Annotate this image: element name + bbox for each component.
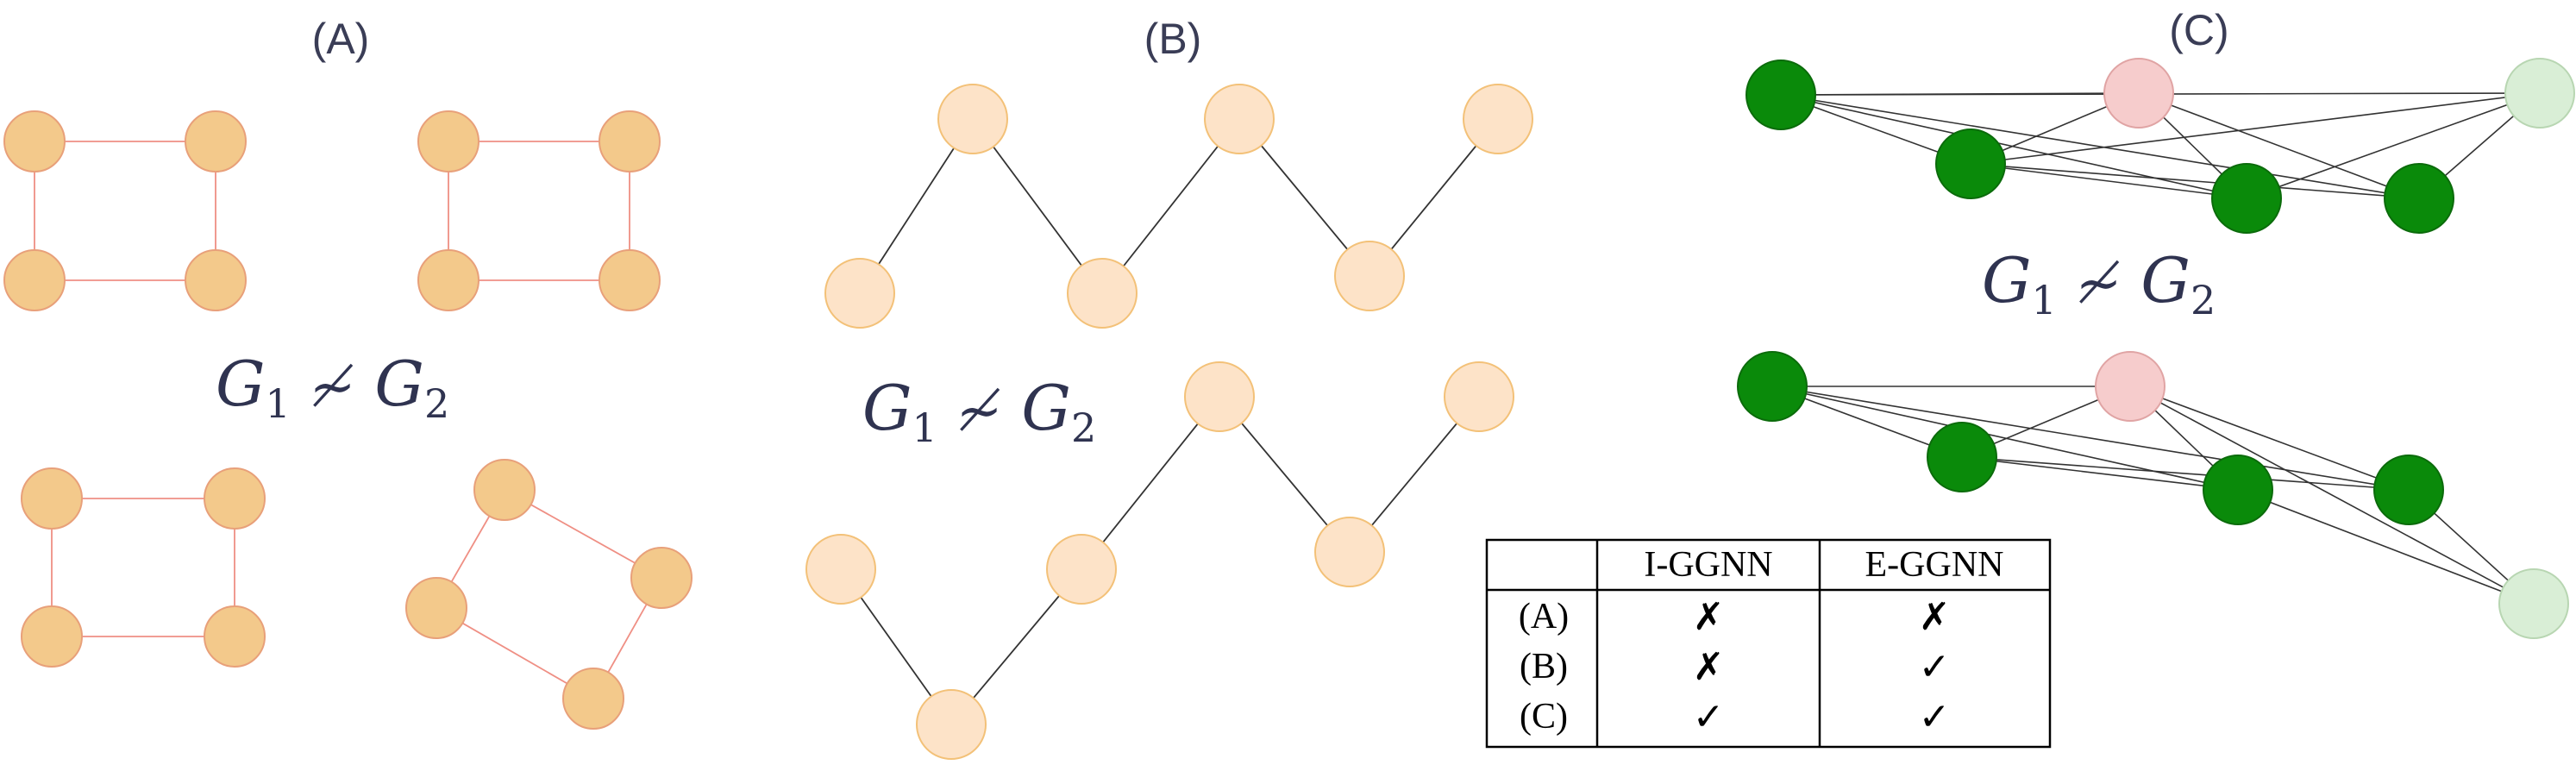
table-row-a-label: (A) (1519, 597, 1569, 636)
panel-b-graph-2-edge (1081, 396, 1220, 570)
panel-c-graph-2-edge (1961, 456, 2410, 491)
panel-c-graph-2-node (2203, 455, 2273, 525)
panel-a-label: (A) (312, 15, 370, 63)
panel-c-graph-2-node (1737, 351, 1808, 422)
panel-a-graph-4 (405, 459, 693, 730)
panel-a: (A) G1≁G2 (3, 15, 693, 730)
panel-a-graph-2 (417, 110, 661, 311)
panel-a-graph-3-node (204, 467, 266, 530)
panel-a-graph-4-node (473, 459, 536, 521)
panel-c-graph-1-edge (1780, 94, 2420, 199)
panel-c-graph-2-edge (2237, 489, 2535, 605)
panel-a-graph-2-node (599, 110, 661, 172)
panel-c-graph-1-node (2504, 58, 2575, 129)
panel-b-graph-1 (824, 84, 1533, 329)
panel-c-graph-1-node (1746, 60, 1816, 130)
panel-c-graph-1-node (2211, 163, 2282, 234)
table-header-e-ggnn: E-GGNN (1865, 545, 2004, 585)
panel-a-graph-4-node (405, 577, 467, 639)
panel-b-graph-1-edge (972, 118, 1103, 294)
panel-c-graph-1-node (2103, 58, 2174, 129)
panel-a-graph-2-node (599, 249, 661, 311)
panel-a-graph-3-node (21, 467, 83, 530)
panel-c-graph-1-node (2384, 163, 2454, 234)
panel-c-graph-2-edge (2129, 386, 2410, 491)
panel-c-graph-2-node (2498, 568, 2569, 639)
panel-b-graph-2-node (916, 689, 987, 760)
panel-b-graph-2-node (805, 534, 876, 605)
panel-b-graph-1-node (937, 84, 1008, 154)
panel-b-graph-2-node (1444, 361, 1514, 432)
panel-c-graph-2-edge (2129, 386, 2535, 605)
panel-a-graph-1-node (3, 249, 66, 311)
table-row-c-label: (C) (1520, 697, 1568, 737)
panel-c-equation: G1≁G2 (1982, 244, 2216, 323)
panel-b-graph-2-node (1314, 517, 1385, 587)
table-row-c-i-ggnn: ✓ (1693, 695, 1725, 739)
panel-b-graph-2-node (1184, 361, 1255, 432)
panel-c: (C) G1≁G2 (1737, 6, 2575, 639)
panel-b-graph-1-node (1067, 258, 1138, 329)
panel-c-graph-1-node (1935, 129, 2006, 199)
table-row-a-e-ggnn: ✗ (1919, 595, 1951, 639)
table-header-i-ggnn: I-GGNN (1644, 545, 1772, 585)
panel-a-graph-2-node (417, 249, 479, 311)
panel-c-graph-2-edge (1771, 386, 2239, 491)
panel-b-label: (B) (1144, 15, 1202, 63)
panel-c-graph-2-node (1927, 422, 1997, 492)
panel-b-graph-2-node (1046, 534, 1117, 605)
panel-a-graph-1-node (185, 249, 247, 311)
panel-a-graph-2-node (417, 110, 479, 172)
table-row-c-e-ggnn: ✓ (1919, 695, 1951, 739)
panel-a-graph-1-node (3, 110, 66, 172)
panel-a-graph-3-node (204, 605, 266, 668)
table-row-b-i-ggnn: ✗ (1693, 645, 1725, 689)
panel-b-graph-1-edge (1101, 118, 1240, 294)
panel-b-graph-1-node (1204, 84, 1275, 154)
panel-c-graph-1-edge (1970, 163, 2420, 199)
panel-a-graph-3-node (21, 605, 83, 668)
panel-a-graph-4-node (630, 547, 693, 609)
panel-b-graph-1-node (1334, 241, 1405, 311)
panel-a-graph-1 (3, 110, 247, 311)
comparison-table: I-GGNN E-GGNN (A) ✗ ✗ (B) ✗ ✓ (C) ✓ ✓ (1485, 538, 2052, 749)
table-border (1485, 538, 2052, 749)
panel-a-graph-1-node (185, 110, 247, 172)
panel-a-graph-3 (21, 467, 266, 668)
panel-c-graph-2-node (2373, 455, 2444, 525)
panel-b-graph-1-node (824, 258, 895, 329)
panel-c-graph-1-edge (1970, 92, 2541, 165)
panel-a-equation: G1≁G2 (216, 348, 449, 427)
panel-c-graph-2-node (2095, 351, 2165, 422)
panel-c-graph-2-edge (1771, 386, 2410, 491)
panel-c-graph-1-edge (1780, 94, 2247, 199)
panel-b-equation: G1≁G2 (862, 372, 1096, 451)
panel-c-graph-1-edge (1970, 163, 2247, 199)
table-row-b-label: (B) (1520, 647, 1568, 687)
table-row-b-e-ggnn: ✓ (1919, 645, 1951, 689)
panel-c-graph-2-edge (1961, 456, 2239, 491)
panel-a-graph-4-node (562, 668, 624, 730)
panel-c-label: (C) (2169, 6, 2228, 54)
panel-b-graph-1-node (1463, 84, 1533, 154)
panel-c-graph-2 (1737, 351, 2569, 639)
panel-c-graph-1-edge (2246, 92, 2541, 199)
panel-b-graph-2 (805, 361, 1514, 760)
panel-c-graph-1-edge (2138, 92, 2420, 199)
table-row-a-i-ggnn: ✗ (1693, 595, 1725, 639)
panel-b: (B) G1≁G2 (805, 15, 1533, 760)
panel-c-graph-1 (1746, 58, 2575, 234)
